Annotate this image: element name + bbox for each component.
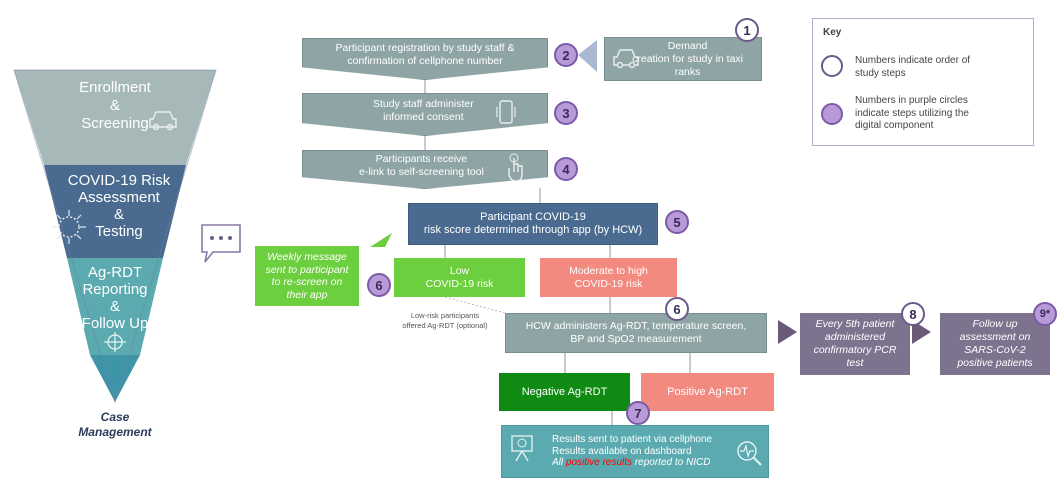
funnel-stage-reporting bbox=[67, 258, 163, 355]
pcr-arrow bbox=[778, 320, 797, 344]
results-box: Results sent to patient via cellphone Re… bbox=[501, 425, 769, 478]
funnel-stage1-label: Enrollment & Screening bbox=[79, 79, 151, 132]
funnel-stage2-label: COVID-19 Risk Assessment & Testing bbox=[67, 172, 171, 240]
step-1-circle: 1 bbox=[735, 18, 759, 42]
funnel-stage-tip bbox=[90, 355, 140, 402]
key-title: Key bbox=[823, 27, 842, 38]
step-3-circle: 3 bbox=[554, 101, 578, 125]
key-white-circle bbox=[821, 55, 843, 77]
car-icon bbox=[149, 111, 177, 131]
case-management-label: Case Management bbox=[78, 410, 152, 439]
presentation-icon bbox=[511, 435, 533, 462]
negative-agrdt-box: Negative Ag-RDT bbox=[499, 373, 630, 411]
followup-arrow bbox=[912, 320, 931, 344]
message-bubble-icon bbox=[201, 224, 241, 263]
followup-cycle-icon bbox=[104, 332, 126, 352]
phone-icon bbox=[496, 100, 516, 124]
step-4-circle: 4 bbox=[554, 157, 578, 181]
step-9-circle: 9* bbox=[1033, 302, 1057, 326]
key-purple-circle bbox=[821, 103, 843, 125]
positive-agrdt-box: Positive Ag-RDT bbox=[641, 373, 774, 411]
funnel-graphic bbox=[13, 69, 217, 404]
virus-icon bbox=[52, 210, 86, 244]
hcw-box: HCW administers Ag-RDT, temperature scre… bbox=[505, 313, 767, 353]
step-6-hcw-circle: 6 bbox=[665, 297, 689, 321]
demand-arrow bbox=[578, 40, 597, 72]
step-7-circle: 7 bbox=[626, 401, 650, 425]
step-8-circle: 8 bbox=[901, 302, 925, 326]
funnel-stage-enrollment bbox=[14, 70, 216, 165]
funnel-stage-assessment bbox=[44, 165, 186, 258]
touch-hand-icon bbox=[508, 153, 523, 182]
heartbeat-search-icon bbox=[737, 441, 762, 466]
step-5-circle: 5 bbox=[665, 210, 689, 234]
taxi-icon bbox=[613, 49, 639, 69]
funnel-stage3-label: Ag-RDT Reporting & Follow Up bbox=[81, 264, 149, 332]
step-6-weekly-circle: 6 bbox=[367, 273, 391, 297]
step-2-circle: 2 bbox=[554, 43, 578, 67]
weekly-arrow bbox=[370, 233, 392, 247]
